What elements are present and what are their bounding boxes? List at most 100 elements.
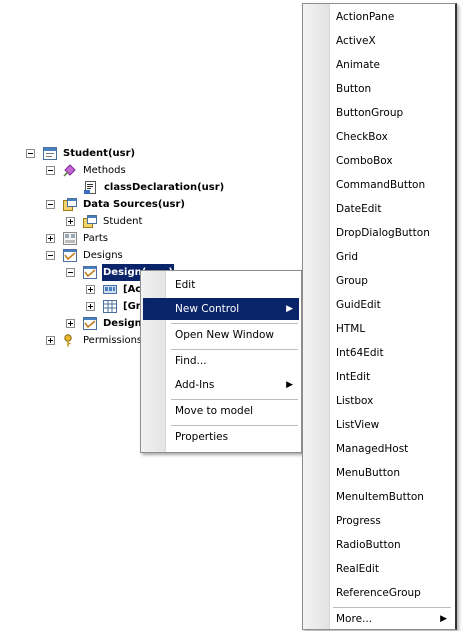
key-icon <box>64 334 72 347</box>
expand-icon[interactable] <box>46 336 55 345</box>
collapse-icon[interactable] <box>46 251 55 260</box>
collapse-icon[interactable] <box>46 166 55 175</box>
collapse-icon[interactable] <box>26 149 35 158</box>
tree-label: Parts <box>83 233 108 244</box>
form-icon <box>43 147 57 160</box>
submenu-item-managedhost[interactable]: ManagedHost <box>303 437 453 461</box>
submenu-item-button[interactable]: Button <box>303 77 453 101</box>
tree-node-designs[interactable]: Designs <box>46 247 196 264</box>
submenu-item-actionpane[interactable]: ActionPane <box>303 5 453 29</box>
submenu-item-label: Int64Edit <box>336 347 384 359</box>
tree-node-design2[interactable]: Design <box>66 315 142 332</box>
submenu-item-int64edit[interactable]: Int64Edit <box>303 341 453 365</box>
tree-label: [Ac <box>123 284 142 295</box>
submenu-item-menubutton[interactable]: MenuButton <box>303 461 453 485</box>
menu-item-add-ins[interactable]: Add-Ins▶ <box>143 374 299 396</box>
submenu-item-label: ActiveX <box>336 35 376 47</box>
tree-node-student[interactable]: Student <box>66 213 216 230</box>
menu-separator <box>171 323 298 324</box>
submenu-item-label: MenuItemButton <box>336 491 424 503</box>
submenu-item-listbox[interactable]: Listbox <box>303 389 453 413</box>
submenu-item-label: ButtonGroup <box>336 107 404 119</box>
submenu-arrow-icon: ▶ <box>286 304 293 314</box>
submenu-item-label: RealEdit <box>336 563 379 575</box>
menu-item-edit[interactable]: Edit <box>175 279 196 291</box>
submenu-item-group[interactable]: Group <box>303 269 453 293</box>
submenu-item-label: ReferenceGroup <box>336 587 421 599</box>
datasources-icon <box>63 198 77 211</box>
submenu-item-label: RadioButton <box>336 539 401 551</box>
datasource-icon <box>83 215 97 228</box>
tree-label: Designs <box>83 250 123 261</box>
designs-icon <box>63 249 77 262</box>
tree-node-child-a[interactable]: [Ac <box>86 281 156 298</box>
submenu-item-animate[interactable]: Animate <box>303 53 453 77</box>
tree-label: Student <box>103 216 143 227</box>
tree-node-datasources[interactable]: Data Sources(usr) <box>46 196 246 213</box>
tree-label: Data Sources(usr) <box>83 199 185 210</box>
menu-item-open-new-window[interactable]: Open New Window <box>175 329 275 341</box>
submenu-item-label: ActionPane <box>336 11 395 23</box>
expand-icon[interactable] <box>86 302 95 311</box>
menu-separator <box>171 425 298 426</box>
tree-node-classdeclaration[interactable]: classDeclaration(usr) <box>84 179 284 196</box>
tree-node-child-g[interactable]: [Gr <box>86 298 156 315</box>
menu-item-properties[interactable]: Properties <box>175 431 229 443</box>
submenu-item-label: DateEdit <box>336 203 382 215</box>
collapse-icon[interactable] <box>46 200 55 209</box>
tree-node-permissions[interactable]: Permissions <box>46 332 143 349</box>
submenu-item-commandbutton[interactable]: CommandButton <box>303 173 453 197</box>
submenu-item-activex[interactable]: ActiveX <box>303 29 453 53</box>
menu-separator <box>171 399 298 400</box>
tree-label: [Gr <box>123 301 141 312</box>
submenu-item-label: Animate <box>336 59 380 71</box>
submenu-item-label: ListView <box>336 419 380 431</box>
tree-label: Student(usr) <box>63 148 136 159</box>
submenu-item-checkbox[interactable]: CheckBox <box>303 125 453 149</box>
menu-separator <box>171 349 298 350</box>
menu-gutter <box>303 4 330 629</box>
menu-item-move-to-model[interactable]: Move to model <box>175 405 254 417</box>
submenu-item-radiobutton[interactable]: RadioButton <box>303 533 453 557</box>
submenu-item-more[interactable]: More...▶ <box>303 607 453 631</box>
submenu-item-label: HTML <box>336 323 366 335</box>
submenu-arrow-icon: ▶ <box>440 614 447 624</box>
submenu-item-listview[interactable]: ListView <box>303 413 453 437</box>
submenu-item-intedit[interactable]: IntEdit <box>303 365 453 389</box>
submenu-item-label: CheckBox <box>336 131 388 143</box>
submenu-item-html[interactable]: HTML <box>303 317 453 341</box>
menu-item-find[interactable]: Find... <box>175 355 207 367</box>
submenu-item-grid[interactable]: Grid <box>303 245 453 269</box>
expand-icon[interactable] <box>66 319 75 328</box>
tree-node-parts[interactable]: Parts <box>46 230 196 247</box>
design-icon <box>83 317 97 330</box>
submenu-item-referencegroup[interactable]: ReferenceGroup <box>303 581 453 605</box>
tree-label: Permissions <box>83 335 143 346</box>
submenu-item-progress[interactable]: Progress <box>303 509 453 533</box>
tree-node-root[interactable]: Student(usr) <box>26 145 226 162</box>
expand-icon[interactable] <box>46 234 55 243</box>
expand-icon[interactable] <box>86 285 95 294</box>
submenu-item-label: CommandButton <box>336 179 426 191</box>
submenu-item-label: Group <box>336 275 368 287</box>
submenu-item-dateedit[interactable]: DateEdit <box>303 197 453 221</box>
submenu-item-dropdialogbutton[interactable]: DropDialogButton <box>303 221 453 245</box>
methods-icon <box>63 164 76 177</box>
menu-item-new-control[interactable]: New Control▶ <box>143 298 299 320</box>
actionpane-icon <box>103 285 117 294</box>
submenu-item-label: Button <box>336 83 372 95</box>
expand-icon[interactable] <box>66 217 75 226</box>
submenu-arrow-icon: ▶ <box>286 380 293 390</box>
submenu-item-buttongroup[interactable]: ButtonGroup <box>303 101 453 125</box>
submenu-item-label: MenuButton <box>336 467 400 479</box>
submenu-item-label: Grid <box>336 251 359 263</box>
submenu-item-menuitembutton[interactable]: MenuItemButton <box>303 485 453 509</box>
submenu-item-realedit[interactable]: RealEdit <box>303 557 453 581</box>
collapse-icon[interactable] <box>66 268 75 277</box>
tree-node-methods[interactable]: Methods <box>46 162 196 179</box>
submenu-item-combobox[interactable]: ComboBox <box>303 149 453 173</box>
submenu-item-label: ComboBox <box>336 155 393 167</box>
submenu-item-guidedit[interactable]: GuidEdit <box>303 293 453 317</box>
